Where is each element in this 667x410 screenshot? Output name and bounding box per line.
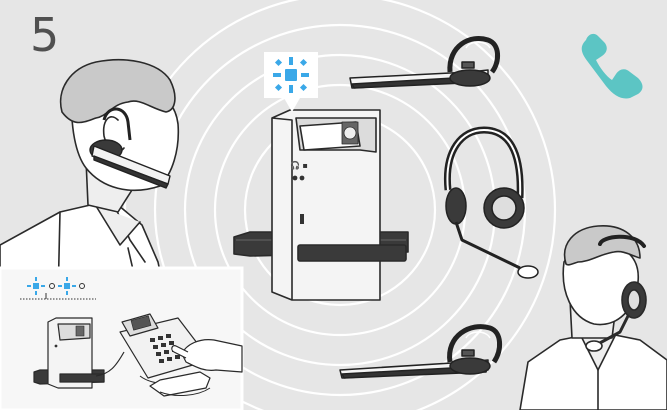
svg-text:🎧 ▪: 🎧 ▪ — [290, 160, 308, 170]
step-number: 5 — [30, 12, 59, 58]
blinking-led-icon — [273, 57, 309, 93]
inset-panel — [0, 268, 242, 410]
